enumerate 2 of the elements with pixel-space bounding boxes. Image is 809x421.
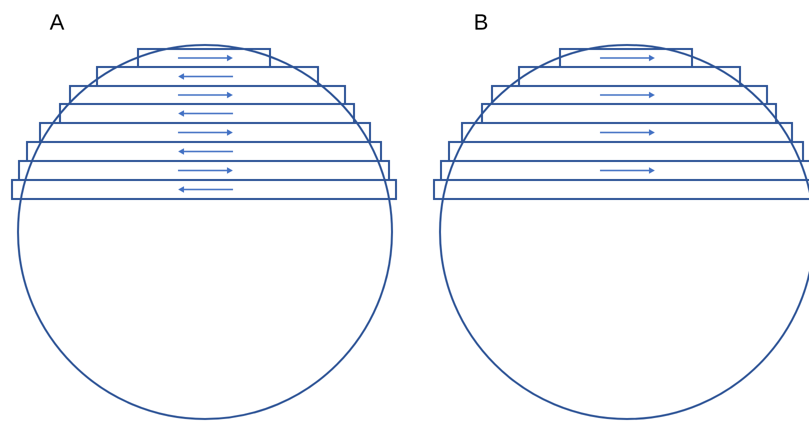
panel-label: B: [475, 14, 488, 30]
panel-label: A: [50, 14, 64, 30]
